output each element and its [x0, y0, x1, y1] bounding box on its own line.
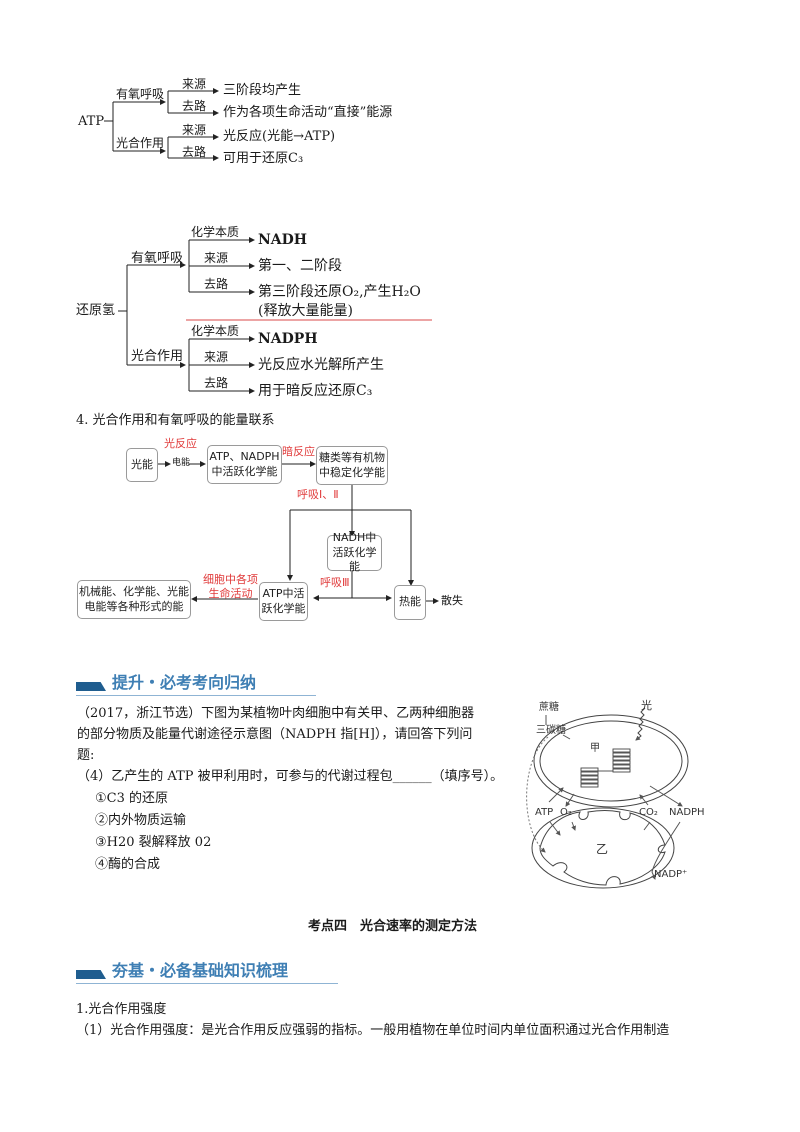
section-header-basics: 夯基・必备基础知识梳理 — [76, 958, 338, 984]
edge-sink-label: 去路 — [204, 277, 229, 291]
energy-flow-lines — [157, 461, 439, 604]
life-activity-label: 细胞中各项 生命活动 — [203, 573, 258, 601]
hydrogen-leaf-text: 光反应水光解所产生 — [258, 357, 384, 373]
nadp-label: NADP⁺ — [654, 869, 688, 880]
answer-option: ①C3 的还原 — [95, 791, 169, 806]
co2-label: CO₂ — [639, 807, 658, 818]
chloroplast-label: 甲 — [590, 743, 600, 754]
hydrogen-leaf-text: 用于暗反应还原C₃ — [258, 383, 373, 399]
energy-section-heading: 4. 光合作用和有氧呼吸的能量联系 — [76, 413, 275, 428]
sugar-box: 糖类等有机物 中稳定化学能 — [316, 446, 388, 485]
dark-reaction-label: 暗反应 — [282, 445, 315, 458]
life-activity-line2: 生命活动 — [208, 587, 253, 600]
mitochondrion-label: 乙 — [596, 842, 609, 856]
hydrogen-leaf-text: 第一、二阶段 — [258, 258, 342, 274]
atp-nadph-line2: 中活跃化学能 — [211, 464, 278, 478]
edge-source-label: 来源 — [182, 123, 207, 137]
energy-forms-box: 机械能、化学能、光能 电能等各种形式的能 — [77, 580, 191, 619]
topic-title: 考点四 光合速率的测定方法 — [308, 919, 478, 934]
branch-aerobic-label: 有氧呼吸 — [131, 251, 184, 266]
sugar-line2: 中稳定化学能 — [319, 465, 385, 479]
light-energy-label: 光能 — [131, 457, 153, 471]
edge-source-label: 来源 — [204, 350, 229, 364]
respiration-3-label: 呼吸Ⅲ — [320, 576, 350, 589]
heat-label: 热能 — [399, 595, 421, 609]
answer-option: ④酶的合成 — [95, 857, 161, 872]
branch-aerobic-label: 有氧呼吸 — [116, 87, 165, 101]
atp-active-box: ATP中活 跃化学能 — [259, 582, 308, 621]
organelle-diagram-lines — [526, 707, 689, 889]
edge-source-label: 来源 — [182, 77, 207, 91]
heat-box: 热能 — [394, 585, 426, 620]
hydrogen-tree-lines — [118, 237, 432, 394]
o2-label: O₂ — [560, 807, 572, 818]
section-header-improve: 提升・必考考向归纳 — [76, 670, 316, 696]
respiration-1-2-label: 呼吸Ⅰ、Ⅱ — [297, 488, 339, 501]
question-prompt: （4）乙产生的 ATP 被甲利用时，可参与的代谢过程包______（填序号）。 — [77, 769, 504, 784]
section-bar-icon — [76, 970, 106, 979]
sucrose-label: 蔗糖 — [539, 702, 559, 713]
branch-photosynthesis-label: 光合作用 — [131, 349, 184, 364]
atp-tree-lines — [104, 88, 219, 161]
branch-photosynthesis-label: 光合作用 — [116, 136, 165, 150]
body-paragraph: （1）光合作用强度：是光合作用反应强弱的指标。一般用植物在单位时间内单位面积通过… — [76, 1023, 670, 1038]
atp-active-line2: 跃化学能 — [261, 601, 306, 615]
triose-label: 三碳糖 — [536, 725, 566, 736]
atp-label: ATP — [535, 807, 554, 818]
hydrogen-leaf-text: 第三阶段还原O₂,产生H₂O — [258, 284, 421, 300]
atp-leaf-text: 可用于还原C₃ — [223, 151, 304, 166]
atp-leaf-text: 三阶段均产生 — [223, 83, 302, 98]
nadph-label: NADPH — [669, 807, 705, 818]
nadh-box: NADH中 活跃化学能 — [327, 531, 382, 573]
answer-option: ②内外物质运输 — [95, 813, 187, 828]
energy-forms-line2: 电能等各种形式的能 — [84, 599, 184, 613]
atp-leaf-text: 作为各项生命活动“直接”能源 — [223, 105, 393, 120]
electric-energy-label: 电能 — [172, 458, 191, 468]
atp-root-label: ATP — [78, 114, 105, 129]
atp-nadph-box: ATP、NADPH 中活跃化学能 — [207, 445, 282, 484]
atp-active-line1: ATP中活 — [262, 586, 305, 600]
edge-sink-label: 去路 — [204, 376, 229, 390]
section-bar-icon — [76, 682, 106, 691]
energy-forms-line1: 机械能、化学能、光能 — [79, 584, 189, 598]
question-text-line: 的部分物质及能量代谢途径示意图（NADPH 指[H]），请回答下列问 — [77, 727, 473, 742]
sugar-line1: 糖类等有机物 — [319, 450, 385, 464]
edge-nature-label: 化学本质 — [191, 324, 240, 338]
edge-sink-label: 去路 — [182, 145, 207, 159]
edge-sink-label: 去路 — [182, 99, 207, 113]
answer-option: ③H20 裂解释放 02 — [95, 835, 212, 850]
section-title: 夯基・必备基础知识梳理 — [112, 961, 289, 980]
nadh-line2: 活跃化学能 — [332, 545, 377, 574]
light-reaction-label: 光反应 — [164, 437, 197, 450]
section-title: 提升・必考考向归纳 — [112, 673, 257, 692]
section-rule — [76, 695, 316, 696]
edge-source-label: 来源 — [204, 251, 229, 265]
dissipate-label: 散失 — [441, 594, 463, 607]
light-label: 光 — [641, 699, 652, 712]
life-activity-line1: 细胞中各项 — [203, 573, 258, 586]
hydrogen-leaf-text: NADPH — [258, 331, 318, 347]
light-energy-box: 光能 — [126, 448, 158, 482]
question-text-line: （2017，浙江节选）下图为某植物叶肉细胞中有关甲、乙两种细胞器 — [77, 706, 475, 721]
item-heading: 1.光合作用强度 — [76, 1002, 167, 1017]
hydrogen-leaf-text: (释放大量能量) — [258, 303, 353, 319]
atp-leaf-text: 光反应(光能→ATP) — [223, 129, 336, 144]
question-text-line: 题: — [77, 748, 95, 763]
nadh-line1: NADH中 — [332, 530, 377, 544]
hydrogen-root-label: 还原氢 — [76, 303, 116, 318]
atp-nadph-line1: ATP、NADPH — [209, 449, 280, 463]
edge-nature-label: 化学本质 — [191, 225, 240, 239]
section-rule — [76, 983, 338, 984]
hydrogen-leaf-text: NADH — [258, 232, 308, 248]
